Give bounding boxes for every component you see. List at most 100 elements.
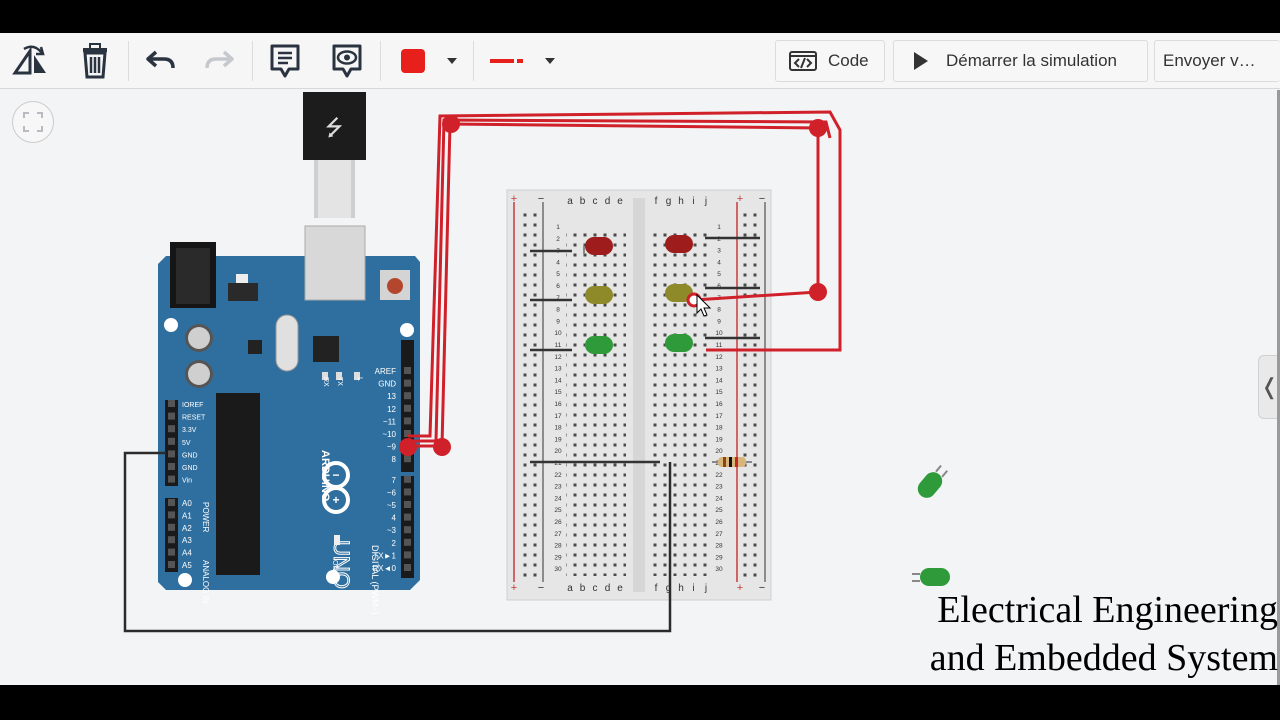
- header-pin[interactable]: [168, 499, 175, 506]
- rail-minus-bottom-right: −: [759, 582, 765, 594]
- digital-pin-label: 7: [392, 476, 397, 485]
- led-green-left[interactable]: [585, 336, 613, 354]
- header-pin[interactable]: [404, 526, 411, 534]
- header-pin[interactable]: [168, 412, 175, 420]
- header-pin[interactable]: [168, 511, 175, 519]
- fit-view-button[interactable]: [12, 101, 54, 143]
- resistor[interactable]: [712, 457, 752, 467]
- code-button[interactable]: Code: [775, 40, 885, 82]
- header-pin[interactable]: [404, 379, 411, 387]
- header-pin[interactable]: [168, 463, 175, 470]
- digital-pin-label: ~5: [387, 501, 397, 510]
- svg-text:−: −: [332, 468, 339, 482]
- header-pin[interactable]: [404, 501, 411, 508]
- led-yellow-right[interactable]: [665, 284, 693, 302]
- header-pin[interactable]: [404, 475, 411, 483]
- toolbar: Code Démarrer la simulation Envoyer v…: [0, 33, 1280, 89]
- column-letter: g: [666, 196, 672, 207]
- row-number: 23: [554, 484, 562, 491]
- header-pin[interactable]: [168, 400, 175, 407]
- watermark-line-1: Electrical Engineering: [937, 589, 1278, 631]
- header-pin[interactable]: [168, 437, 175, 445]
- analog-label: ANALOG IN: [201, 560, 210, 604]
- power-pin-label: 5V: [182, 440, 191, 447]
- header-pin[interactable]: [404, 367, 411, 374]
- rotate-button[interactable]: [8, 39, 56, 83]
- header-pin[interactable]: [168, 536, 175, 544]
- row-number: 15: [715, 389, 723, 396]
- led-green-loose-1[interactable]: [914, 462, 951, 501]
- header-pin[interactable]: [168, 450, 175, 458]
- row-number: 29: [715, 554, 723, 561]
- power-pin-label: 3.3V: [182, 427, 197, 434]
- led-red-left[interactable]: [583, 237, 613, 255]
- row-number: 14: [715, 377, 723, 384]
- svg-text:⭍: ⭍: [325, 115, 343, 140]
- analog-pin-label: A2: [182, 524, 192, 533]
- row-number: 23: [715, 484, 723, 491]
- header-pin[interactable]: [404, 430, 411, 437]
- row-number: 2: [556, 236, 560, 243]
- row-number: 30: [554, 566, 562, 573]
- header-pin[interactable]: [168, 425, 175, 433]
- undo-button[interactable]: [140, 39, 180, 83]
- toolbar-divider: [128, 41, 129, 81]
- column-letter: d: [605, 196, 611, 207]
- svg-text:+: +: [332, 493, 339, 507]
- column-letter: b: [580, 583, 586, 594]
- header-pin[interactable]: [404, 417, 411, 425]
- row-number: 19: [554, 436, 562, 443]
- scrollbar[interactable]: [1277, 90, 1280, 685]
- side-panel-toggle[interactable]: ❬: [1258, 355, 1280, 419]
- l-label: L: [356, 377, 363, 381]
- breadboard[interactable]: 1122334455667788991010111112121313141415…: [506, 189, 772, 601]
- header-pin[interactable]: [168, 523, 175, 531]
- header-pin[interactable]: [404, 564, 411, 571]
- digital-pin-label: 8: [392, 455, 397, 464]
- row-number: 1: [717, 224, 721, 231]
- usb-cable[interactable]: ⭍: [303, 92, 366, 218]
- row-number: 17: [554, 413, 562, 420]
- header-pin[interactable]: [404, 392, 411, 400]
- digital-pin-label: 13: [387, 392, 396, 401]
- send-button[interactable]: Envoyer v…: [1154, 40, 1280, 82]
- dropdown-caret-icon: [545, 58, 555, 64]
- tx-label: TX: [336, 377, 343, 386]
- led-green-loose-2[interactable]: [912, 568, 950, 586]
- header-pin[interactable]: [404, 404, 411, 412]
- row-numbers: 1122334455667788991010111112121313141415…: [554, 224, 723, 573]
- wire-style-picker[interactable]: [480, 40, 562, 82]
- rail-plus-bottom-left: +: [511, 582, 517, 594]
- start-simulation-button[interactable]: Démarrer la simulation: [893, 40, 1148, 82]
- workplane[interactable]: ⭍: [0, 90, 1280, 685]
- rx-label: RX: [322, 377, 329, 387]
- column-letter: f: [655, 196, 658, 207]
- note-button[interactable]: [264, 39, 306, 83]
- header-pin[interactable]: [404, 513, 411, 521]
- visibility-button[interactable]: [326, 39, 368, 83]
- column-letter: h: [678, 583, 684, 594]
- analog-pin-label: A3: [182, 536, 192, 545]
- header-pin[interactable]: [168, 548, 175, 556]
- chevron-left-icon: ❬: [1260, 374, 1279, 399]
- header-pin[interactable]: [404, 551, 411, 559]
- row-number: 8: [717, 307, 721, 314]
- rail-plus-top-right: +: [737, 193, 743, 205]
- row-number: 27: [554, 531, 562, 538]
- header-pin[interactable]: [168, 475, 175, 483]
- power-label: POWER: [201, 502, 210, 532]
- row-number: 16: [554, 401, 562, 408]
- led-green-right[interactable]: [665, 334, 693, 352]
- delete-button[interactable]: [74, 39, 116, 83]
- header-pin[interactable]: [404, 538, 411, 546]
- header-pin[interactable]: [404, 488, 411, 496]
- led-yellow-left[interactable]: [585, 286, 613, 304]
- column-letter: i: [692, 583, 694, 594]
- header-pin[interactable]: [404, 455, 411, 463]
- color-picker[interactable]: [389, 40, 467, 82]
- arduino-uno-board[interactable]: TX RX L − + ARDUINO UNO DIGITAL (PWM~) P…: [158, 225, 420, 615]
- ground-wire[interactable]: [123, 451, 672, 633]
- header-pin[interactable]: [168, 561, 175, 568]
- led-red-right[interactable]: [665, 235, 693, 253]
- redo-button[interactable]: [200, 39, 240, 83]
